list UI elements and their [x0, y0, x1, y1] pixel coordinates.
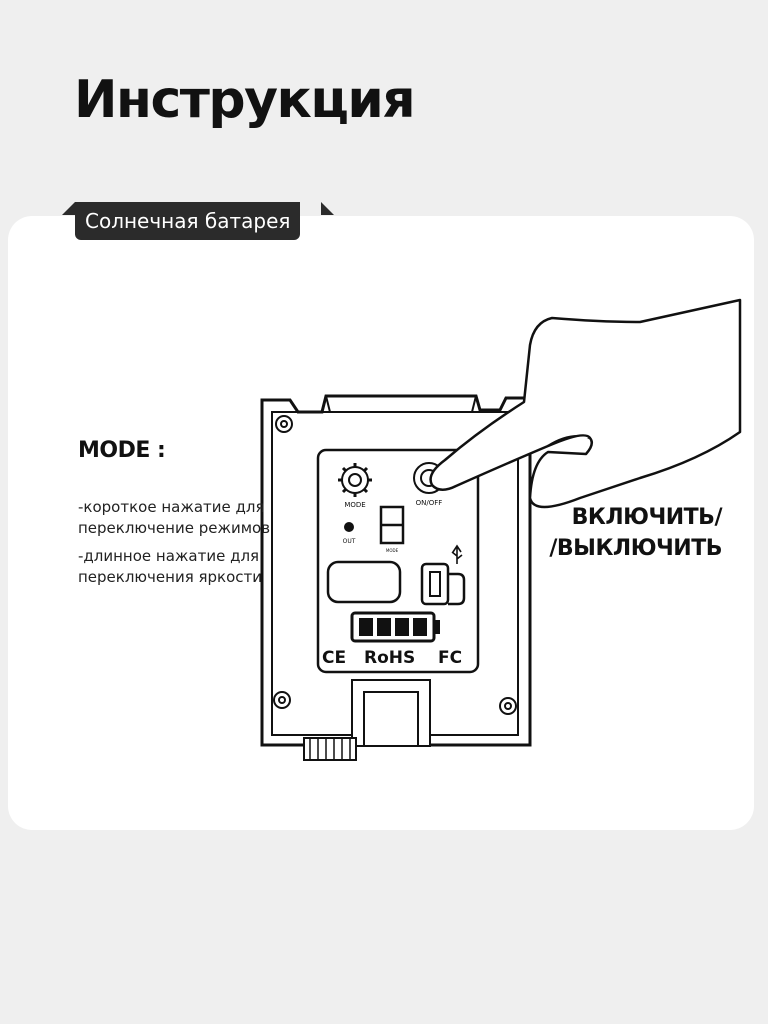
ce-mark: CE — [322, 648, 346, 668]
digit-caption: MODE — [386, 548, 399, 553]
screws — [273, 415, 517, 715]
battery-bars — [359, 618, 427, 636]
mode-title: MODE : — [78, 438, 166, 463]
out-label: OUT — [343, 538, 356, 545]
mode-label: MODE — [344, 501, 365, 509]
product-tag: Солнечная батарея — [75, 202, 301, 240]
mode-short-press-text: -короткое нажатие для переключение режим… — [78, 498, 271, 537]
hand-illustration — [429, 298, 742, 509]
gear-icon — [338, 463, 372, 497]
onoff-label: ON/OFF — [416, 499, 443, 507]
battery-icon — [350, 611, 440, 643]
tag-fold-left — [62, 202, 75, 215]
rohs-mark: RoHS — [364, 648, 415, 668]
onoff-text-line2: /ВЫКЛЮЧИТЬ — [549, 536, 722, 561]
usb-icon — [451, 544, 463, 564]
seven-segment-display — [379, 505, 405, 545]
tag-fold-right — [321, 202, 334, 215]
page-title: Инструкция — [74, 70, 416, 130]
usb-port — [420, 562, 466, 606]
fc-mark: FC — [438, 648, 462, 668]
mode-long-press-text: -длинное нажатие для переключения яркост… — [78, 547, 263, 586]
onoff-text-line1: ВКЛЮЧИТЬ/ — [571, 505, 723, 530]
